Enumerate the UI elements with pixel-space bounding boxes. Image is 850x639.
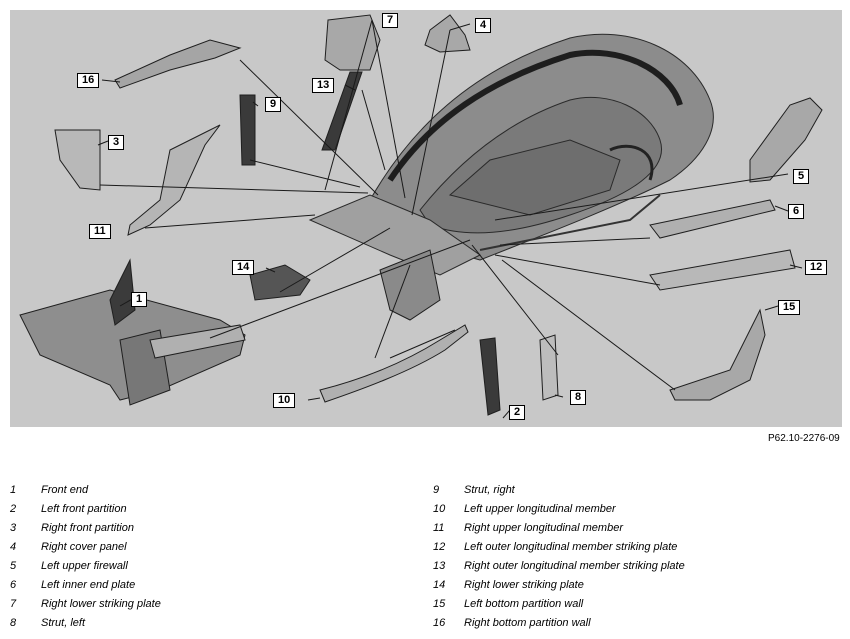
callout-9: 9 [265, 97, 282, 112]
legend-number: 1 [10, 484, 17, 496]
legend-number: 8 [10, 617, 17, 629]
legend-number: 14 [433, 579, 446, 591]
legend-text: Right cover panel [41, 541, 127, 553]
callout-3: 3 [108, 135, 125, 150]
callout-7: 7 [382, 13, 399, 28]
legend-text: Strut, left [41, 617, 86, 629]
car-body-shell [308, 33, 714, 276]
legend-number: 11 [433, 522, 445, 534]
diagram-artwork [19, 14, 823, 419]
callout-16: 16 [77, 73, 100, 88]
exploded-body-diagram: 1 2 3 4 5 6 7 8 9 10 11 12 13 14 15 16 [10, 10, 842, 427]
callout-14: 14 [232, 260, 255, 275]
legend-text: Left upper longitudinal member [464, 503, 616, 515]
legend-text: Left front partition [41, 503, 127, 515]
legend-text: Left outer longitudinal member striking … [464, 541, 678, 553]
legend-number: 16 [433, 617, 446, 629]
legend-text: Front end [41, 484, 89, 496]
callout-11: 11 [89, 224, 111, 239]
legend-number: 13 [433, 560, 446, 572]
legend-text: Right outer longitudinal member striking… [464, 560, 685, 572]
figure-code: P62.10-2276-09 [768, 433, 840, 444]
legend-text: Left inner end plate [41, 579, 136, 591]
callout-10: 10 [273, 393, 296, 408]
legend-number: 10 [433, 503, 446, 515]
legend-number: 2 [10, 503, 17, 515]
legend-text: Right bottom partition wall [464, 617, 591, 629]
front-end-part [19, 258, 246, 406]
legend-number: 6 [10, 579, 17, 591]
legend-number: 12 [433, 541, 446, 553]
legend-text: Left upper firewall [41, 560, 128, 572]
callout-15: 15 [778, 300, 801, 315]
loose-parts [54, 14, 823, 416]
callout-5: 5 [793, 169, 810, 184]
legend-text: Strut, right [464, 484, 515, 496]
legend-text: Right lower striking plate [41, 598, 161, 610]
legend-text: Left bottom partition wall [464, 598, 584, 610]
legend-number: 9 [433, 484, 440, 496]
legend-number: 15 [433, 598, 446, 610]
callout-12: 12 [805, 260, 828, 275]
legend-number: 4 [10, 541, 17, 553]
legend-number: 7 [10, 598, 17, 610]
callout-4: 4 [475, 18, 492, 33]
legend-text: Right lower striking plate [464, 579, 584, 591]
legend-number: 5 [10, 560, 17, 572]
callout-8: 8 [570, 390, 587, 405]
legend-text: Right upper longitudinal member [464, 522, 623, 534]
legend-number: 3 [10, 522, 17, 534]
legend-text: Right front partition [41, 522, 134, 534]
leader-lines [97, 19, 803, 419]
callout-2: 2 [509, 405, 526, 420]
callout-13: 13 [312, 78, 335, 93]
callout-1: 1 [131, 292, 148, 307]
callout-6: 6 [788, 204, 805, 219]
